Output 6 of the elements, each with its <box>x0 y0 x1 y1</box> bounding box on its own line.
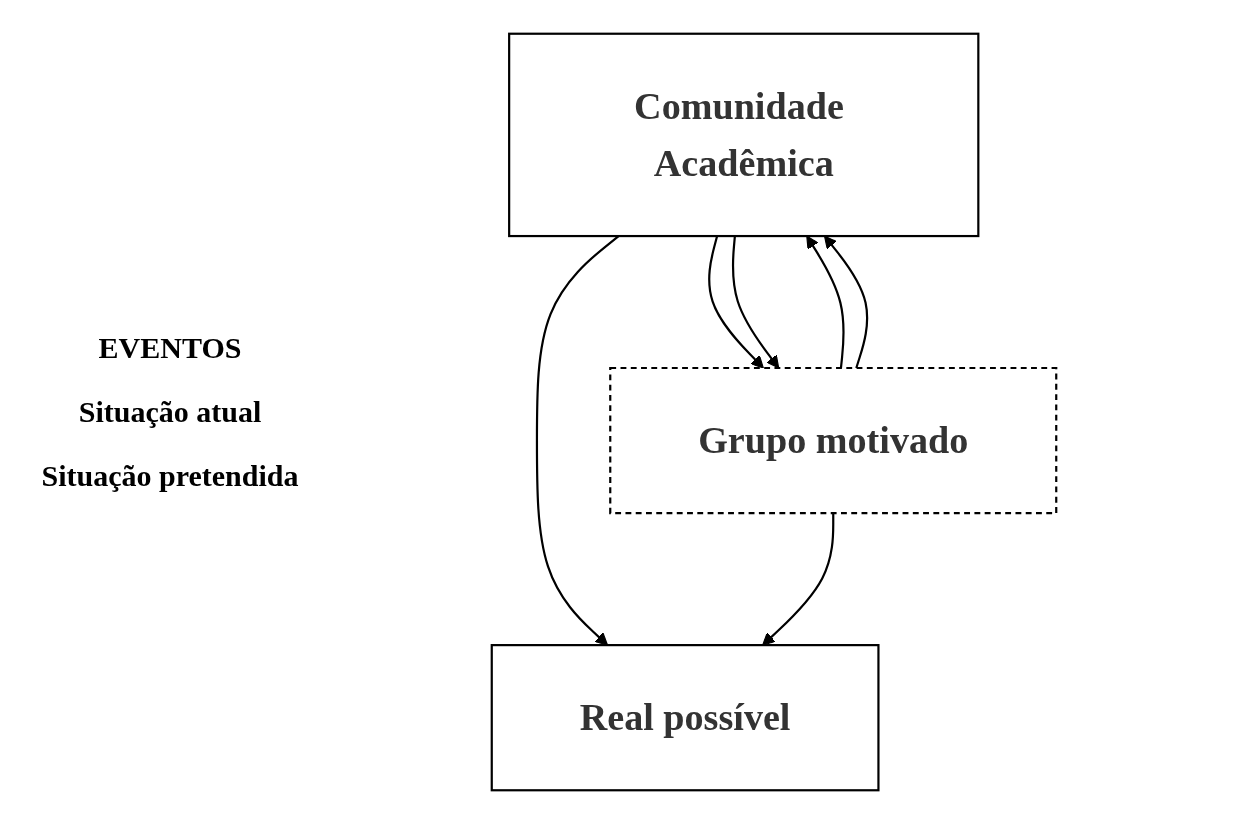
text-label: Situação pretendida <box>41 458 299 493</box>
node-box: Real possível <box>490 643 880 791</box>
node-box: Comunidade Acadêmica <box>508 32 980 237</box>
text-label: EVENTOS <box>98 330 242 365</box>
node-box: Grupo motivado <box>609 366 1058 514</box>
text-label: Situação atual <box>78 394 262 429</box>
